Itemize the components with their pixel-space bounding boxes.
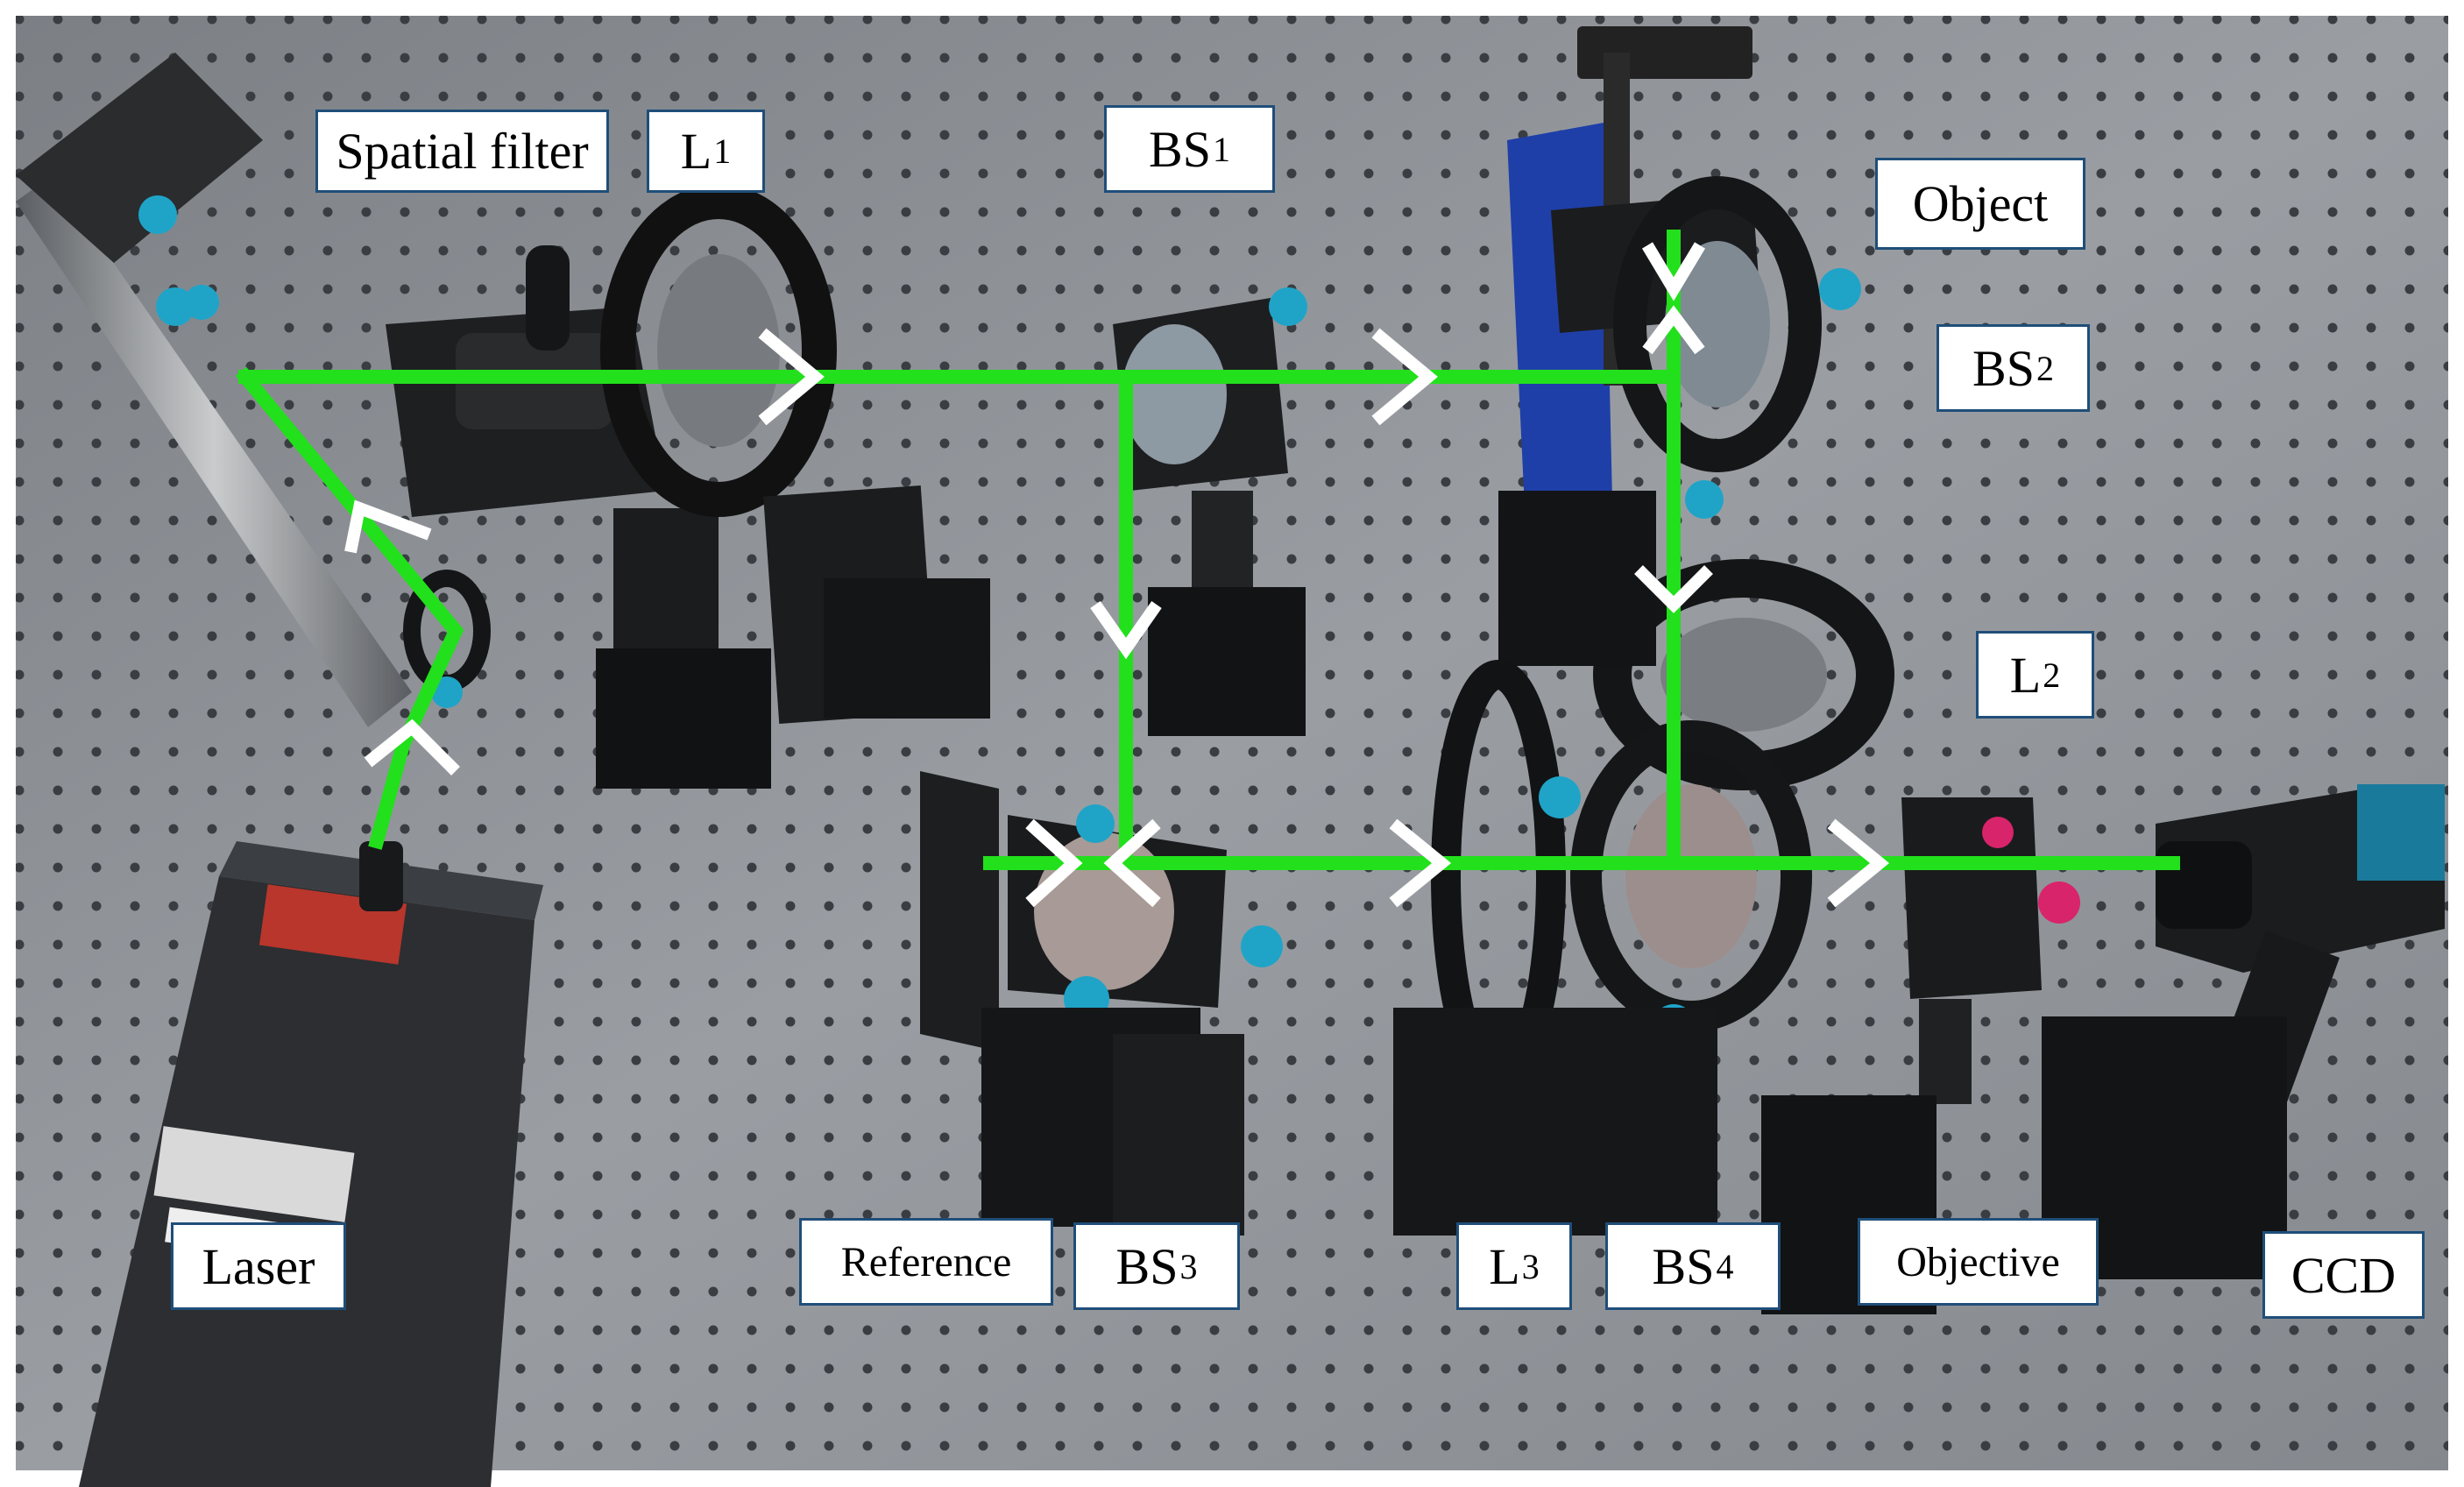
laser-device xyxy=(79,841,543,1487)
label-objective: Objective xyxy=(1858,1218,2099,1306)
label-l1-sub: 1 xyxy=(713,131,732,171)
label-bs2-main: BS xyxy=(1972,339,2035,397)
label-bs4-sub: 4 xyxy=(1716,1246,1734,1286)
label-laser: Laser xyxy=(171,1222,346,1310)
beam-splitter-bs1 xyxy=(1113,287,1307,736)
label-l1-main: L xyxy=(680,123,712,180)
label-bs3-main: BS xyxy=(1115,1237,1179,1295)
label-l3-main: L xyxy=(1489,1237,1520,1295)
lens-l3-mount xyxy=(1393,660,1566,1236)
label-l3-sub: 3 xyxy=(1521,1246,1540,1286)
label-spatial-filter: Spatial filter xyxy=(315,110,609,193)
lens-l1-mount xyxy=(600,184,990,724)
label-bs2-sub: 2 xyxy=(2036,348,2054,388)
objective-mount xyxy=(1761,797,2080,1314)
beam-direction-arrows xyxy=(344,242,1890,908)
beam-splitter-bs3 xyxy=(920,771,1283,1236)
label-ccd: CCD xyxy=(2262,1231,2425,1319)
vertical-rod-left xyxy=(16,53,412,727)
label-object: Object xyxy=(1875,158,2085,250)
steering-mirror-mount xyxy=(138,195,491,708)
label-l2-main: L xyxy=(2009,646,2042,704)
beam-splitter-bs2 xyxy=(1613,176,1861,519)
label-bs1-main: BS xyxy=(1149,120,1211,178)
label-l2-sub: 2 xyxy=(2043,655,2061,695)
label-bs1-sub: 1 xyxy=(1212,129,1230,169)
beam-splitter-bs4 xyxy=(1539,720,1812,1236)
label-bs4-main: BS xyxy=(1652,1237,1715,1295)
label-bs3-sub: 3 xyxy=(1179,1246,1198,1286)
spatial-filter-mount xyxy=(386,245,771,789)
label-reference: Reference xyxy=(799,1218,1053,1306)
